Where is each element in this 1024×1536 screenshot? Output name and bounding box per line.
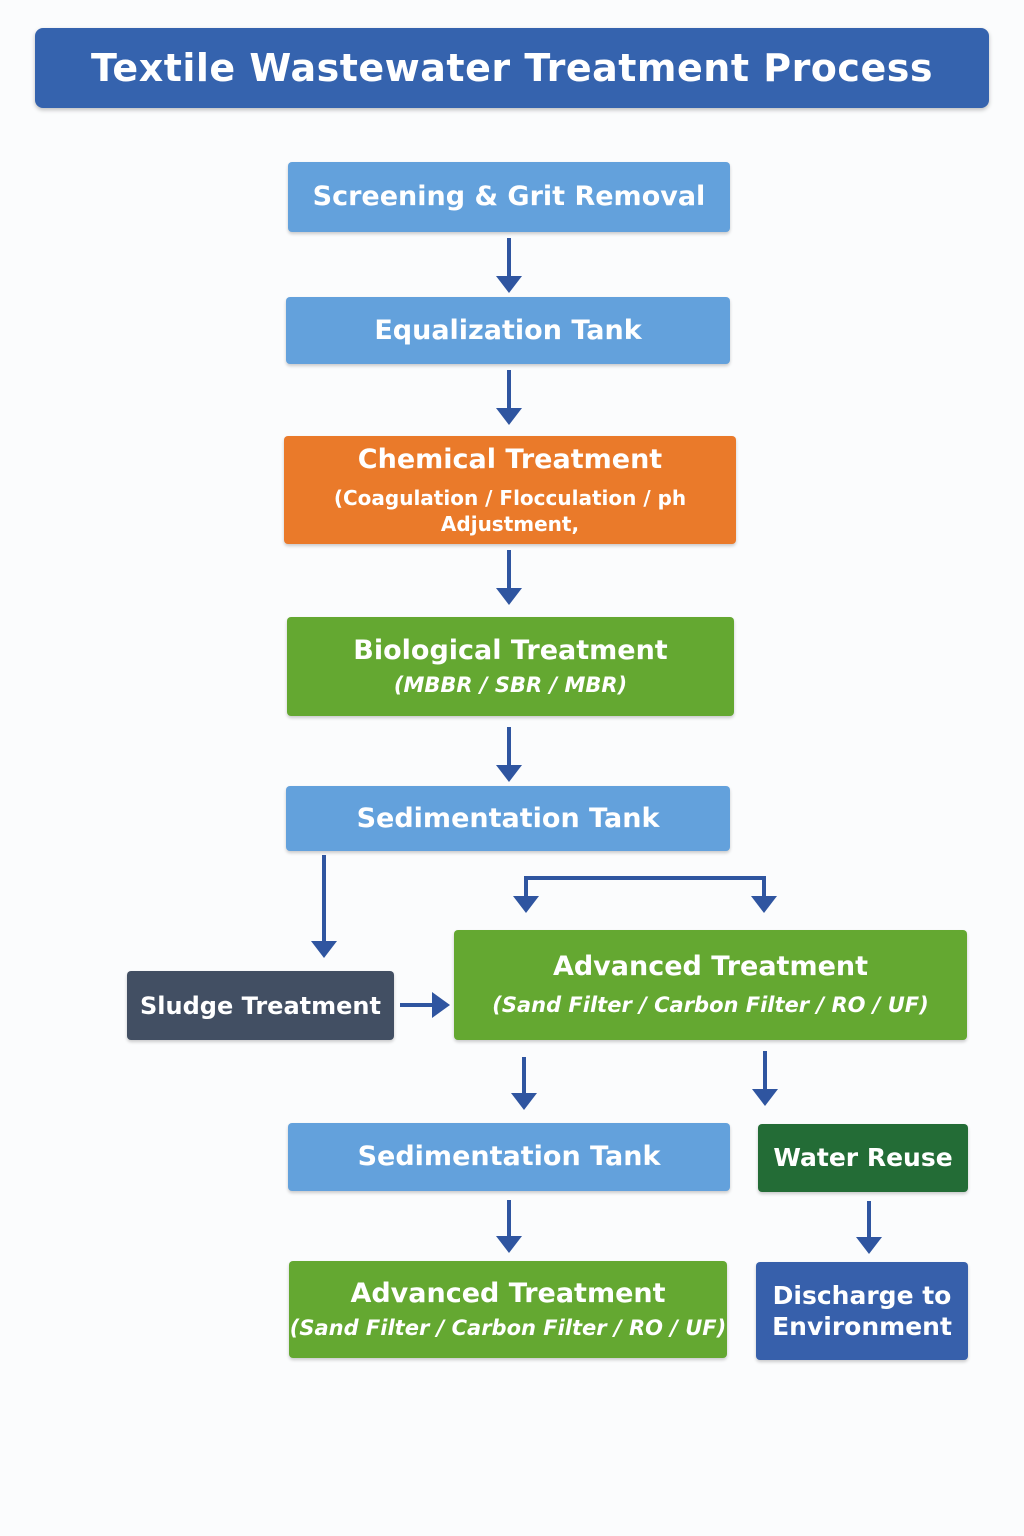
step-sedimentation-1-label: Sedimentation Tank: [356, 802, 660, 834]
arrow-chemical-to-biological: [496, 550, 522, 605]
step-equalization-label: Equalization Tank: [374, 314, 642, 346]
step-chemical-label: Chemical Treatment: [357, 444, 663, 476]
arrow-water-reuse-to-discharge: [856, 1201, 882, 1254]
step-water-reuse-label: Water Reuse: [773, 1143, 953, 1173]
step-sedimentation-1: Sedimentation Tank: [286, 786, 730, 851]
step-sludge: Sludge Treatment: [127, 971, 394, 1040]
arrow-sedimentation-2-to-advanced-2: [496, 1200, 522, 1253]
step-discharge-label: Discharge to Environment: [772, 1280, 952, 1341]
step-advanced-1: Advanced Treatment (Sand Filter / Carbon…: [454, 930, 967, 1040]
arrow-split-to-advanced: [513, 876, 777, 913]
step-advanced-2-sublabel: (Sand Filter / Carbon Filter / RO / UF): [289, 1315, 727, 1340]
step-biological: Biological Treatment (MBBR / SBR / MBR): [287, 617, 734, 716]
step-water-reuse: Water Reuse: [758, 1124, 968, 1192]
step-advanced-1-label: Advanced Treatment: [552, 951, 869, 983]
step-equalization: Equalization Tank: [286, 297, 730, 364]
step-discharge: Discharge to Environment: [756, 1262, 968, 1360]
arrow-equalization-to-chemical: [496, 370, 522, 425]
arrow-sedimentation-to-sludge: [311, 855, 337, 958]
step-chemical: Chemical Treatment (Coagulation / Floccu…: [284, 436, 736, 544]
step-sedimentation-2: Sedimentation Tank: [288, 1123, 730, 1191]
arrow-advanced-to-water-reuse: [752, 1051, 778, 1106]
step-screening-label: Screening & Grit Removal: [312, 181, 706, 213]
arrow-sludge-to-advanced: [400, 992, 450, 1018]
step-screening: Screening & Grit Removal: [288, 162, 730, 232]
step-advanced-2: Advanced Treatment (Sand Filter / Carbon…: [289, 1261, 727, 1358]
arrow-screening-to-equalization: [496, 238, 522, 293]
step-sedimentation-2-label: Sedimentation Tank: [357, 1141, 661, 1173]
arrow-biological-to-sedimentation: [496, 727, 522, 782]
arrow-advanced-to-sedimentation-2: [511, 1057, 537, 1110]
step-biological-label: Biological Treatment: [353, 634, 668, 666]
step-biological-sublabel: (MBBR / SBR / MBR): [393, 672, 628, 697]
step-chemical-sublabel: (Coagulation / Flocculation / ph Adjustm…: [333, 485, 687, 536]
step-sludge-label: Sludge Treatment: [140, 991, 381, 1020]
page-title: Textile Wastewater Treatment Process: [35, 28, 989, 108]
step-advanced-1-sublabel: (Sand Filter / Carbon Filter / RO / UF): [492, 993, 929, 1018]
step-advanced-2-label: Advanced Treatment: [350, 1277, 666, 1309]
